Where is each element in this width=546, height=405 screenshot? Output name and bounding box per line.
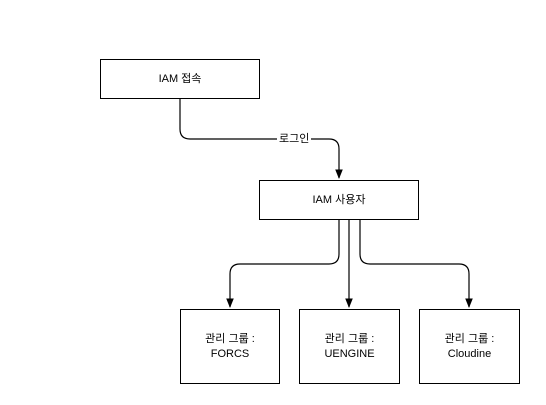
edge-to-cloudine bbox=[359, 220, 473, 308]
node-iam-user: IAM 사용자 bbox=[259, 180, 419, 220]
node-group-uengine-line1: 관리 그룹 : bbox=[324, 332, 375, 345]
node-group-forcs: 관리 그룹 : FORCS bbox=[180, 309, 280, 384]
node-iam-access-label: IAM 접속 bbox=[158, 72, 202, 85]
node-group-cloudine-line1: 관리 그룹 : bbox=[444, 332, 495, 345]
node-group-uengine: 관리 그룹 : UENGINE bbox=[299, 309, 400, 384]
node-group-forcs-line2: FORCS bbox=[210, 347, 250, 360]
edge-to-forcs bbox=[226, 220, 340, 308]
node-iam-access: IAM 접속 bbox=[100, 59, 260, 99]
node-group-forcs-line1: 관리 그룹 : bbox=[205, 332, 255, 345]
node-iam-user-label: IAM 사용자 bbox=[312, 193, 366, 206]
node-group-cloudine: 관리 그룹 : Cloudine bbox=[419, 309, 520, 384]
node-group-uengine-line2: UENGINE bbox=[324, 347, 375, 360]
node-group-cloudine-line2: Cloudine bbox=[447, 347, 492, 360]
edge-label-login: 로그인 bbox=[277, 132, 312, 146]
edge-login bbox=[179, 99, 343, 179]
